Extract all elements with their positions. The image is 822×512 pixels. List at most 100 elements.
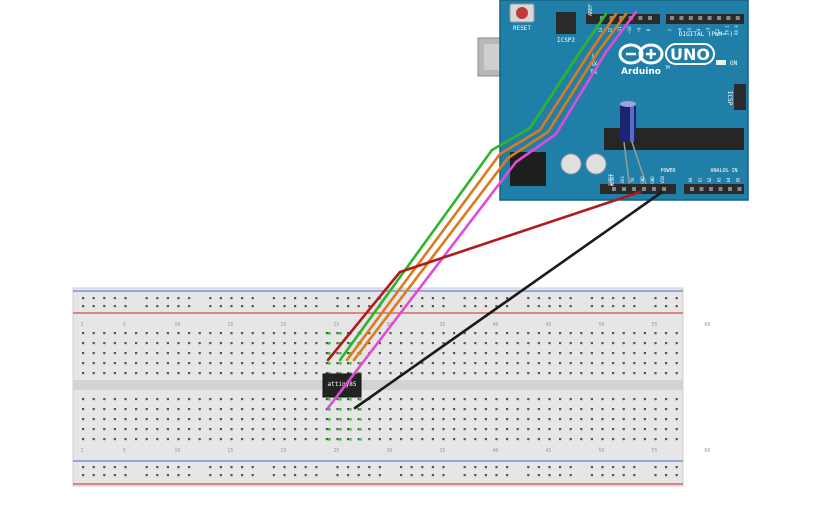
- wire-green[interactable]: [338, 12, 608, 362]
- breadboard-hole[interactable]: [442, 418, 445, 421]
- breadboard-hole[interactable]: [484, 466, 487, 469]
- breadboard-hole[interactable]: [124, 297, 127, 300]
- breadboard-hole[interactable]: [166, 428, 169, 431]
- breadboard-hole[interactable]: [675, 474, 678, 477]
- breadboard-hole[interactable]: [166, 474, 169, 477]
- breadboard-hole[interactable]: [516, 372, 519, 375]
- breadboard-hole[interactable]: [82, 438, 85, 441]
- breadboard-hole[interactable]: [262, 398, 265, 401]
- breadboard-hole[interactable]: [378, 362, 381, 365]
- breadboard-hole[interactable]: [219, 332, 222, 335]
- breadboard-hole[interactable]: [569, 362, 572, 365]
- breadboard-hole[interactable]: [484, 342, 487, 345]
- breadboard-hole[interactable]: [272, 428, 275, 431]
- breadboard-hole[interactable]: [590, 372, 593, 375]
- breadboard-hole[interactable]: [474, 398, 477, 401]
- breadboard-hole[interactable]: [537, 297, 540, 300]
- breadboard-hole[interactable]: [590, 297, 593, 300]
- breadboard-hole[interactable]: [124, 398, 127, 401]
- breadboard-hole[interactable]: [548, 398, 551, 401]
- breadboard-hole[interactable]: [304, 466, 307, 469]
- breadboard-hole[interactable]: [421, 297, 424, 300]
- breadboard-hole[interactable]: [156, 398, 159, 401]
- breadboard-hole[interactable]: [262, 352, 265, 355]
- breadboard-hole[interactable]: [166, 408, 169, 411]
- breadboard-hole[interactable]: [230, 428, 233, 431]
- breadboard-hole[interactable]: [495, 474, 498, 477]
- breadboard-hole[interactable]: [304, 474, 307, 477]
- breadboard-hole[interactable]: [559, 372, 562, 375]
- wire-orange-1[interactable]: [345, 12, 618, 362]
- breadboard-hole[interactable]: [188, 305, 191, 308]
- breadboard-hole[interactable]: [675, 408, 678, 411]
- breadboard-hole[interactable]: [315, 305, 318, 308]
- breadboard-hole[interactable]: [315, 474, 318, 477]
- breadboard-hole[interactable]: [559, 398, 562, 401]
- breadboard-hole[interactable]: [474, 342, 477, 345]
- breadboard-hole[interactable]: [304, 398, 307, 401]
- breadboard-hole[interactable]: [92, 466, 95, 469]
- breadboard-hole[interactable]: [569, 372, 572, 375]
- breadboard-hole[interactable]: [347, 372, 350, 375]
- breadboard-hole[interactable]: [400, 408, 403, 411]
- breadboard-hole[interactable]: [219, 362, 222, 365]
- breadboard-hole[interactable]: [124, 305, 127, 308]
- breadboard-hole[interactable]: [665, 362, 668, 365]
- breadboard-hole[interactable]: [527, 474, 530, 477]
- breadboard-hole[interactable]: [463, 408, 466, 411]
- breadboard-hole[interactable]: [516, 408, 519, 411]
- breadboard-hole[interactable]: [569, 418, 572, 421]
- power-pin[interactable]: [622, 187, 626, 191]
- breadboard-hole[interactable]: [516, 352, 519, 355]
- breadboard-hole[interactable]: [124, 418, 127, 421]
- breadboard-hole[interactable]: [431, 362, 434, 365]
- breadboard-hole[interactable]: [400, 474, 403, 477]
- breadboard-hole[interactable]: [410, 418, 413, 421]
- breadboard-hole[interactable]: [590, 428, 593, 431]
- breadboard-hole[interactable]: [442, 332, 445, 335]
- breadboard-hole[interactable]: [272, 332, 275, 335]
- breadboard-hole[interactable]: [410, 332, 413, 335]
- breadboard-hole[interactable]: [113, 332, 116, 335]
- breadboard-hole[interactable]: [103, 398, 106, 401]
- breadboard-hole[interactable]: [463, 372, 466, 375]
- breadboard-hole[interactable]: [633, 408, 636, 411]
- breadboard-hole[interactable]: [453, 362, 456, 365]
- breadboard-hole[interactable]: [590, 408, 593, 411]
- breadboard-hole[interactable]: [283, 438, 286, 441]
- breadboard-hole[interactable]: [400, 418, 403, 421]
- breadboard-hole[interactable]: [166, 342, 169, 345]
- breadboard-hole[interactable]: [294, 438, 297, 441]
- breadboard-hole[interactable]: [294, 305, 297, 308]
- breadboard-hole[interactable]: [559, 362, 562, 365]
- breadboard-hole[interactable]: [675, 297, 678, 300]
- breadboard-hole[interactable]: [336, 305, 339, 308]
- breadboard-hole[interactable]: [675, 332, 678, 335]
- breadboard-hole[interactable]: [389, 342, 392, 345]
- breadboard-hole[interactable]: [622, 362, 625, 365]
- breadboard-hole[interactable]: [336, 332, 339, 335]
- breadboard-hole[interactable]: [633, 297, 636, 300]
- breadboard-hole[interactable]: [347, 332, 350, 335]
- breadboard-hole[interactable]: [166, 438, 169, 441]
- breadboard-hole[interactable]: [580, 428, 583, 431]
- breadboard-hole[interactable]: [219, 438, 222, 441]
- breadboard-hole[interactable]: [166, 372, 169, 375]
- breadboard-hole[interactable]: [219, 428, 222, 431]
- breadboard-hole[interactable]: [654, 305, 657, 308]
- breadboard-hole[interactable]: [272, 352, 275, 355]
- breadboard-hole[interactable]: [463, 305, 466, 308]
- breadboard-hole[interactable]: [400, 305, 403, 308]
- breadboard-hole[interactable]: [495, 332, 498, 335]
- breadboard-hole[interactable]: [675, 362, 678, 365]
- breadboard-hole[interactable]: [368, 362, 371, 365]
- breadboard-hole[interactable]: [92, 332, 95, 335]
- breadboard-hole[interactable]: [82, 398, 85, 401]
- breadboard-hole[interactable]: [368, 418, 371, 421]
- breadboard-hole[interactable]: [219, 398, 222, 401]
- breadboard-hole[interactable]: [474, 474, 477, 477]
- breadboard-hole[interactable]: [294, 428, 297, 431]
- breadboard-hole[interactable]: [272, 418, 275, 421]
- breadboard-hole[interactable]: [188, 428, 191, 431]
- breadboard-hole[interactable]: [82, 372, 85, 375]
